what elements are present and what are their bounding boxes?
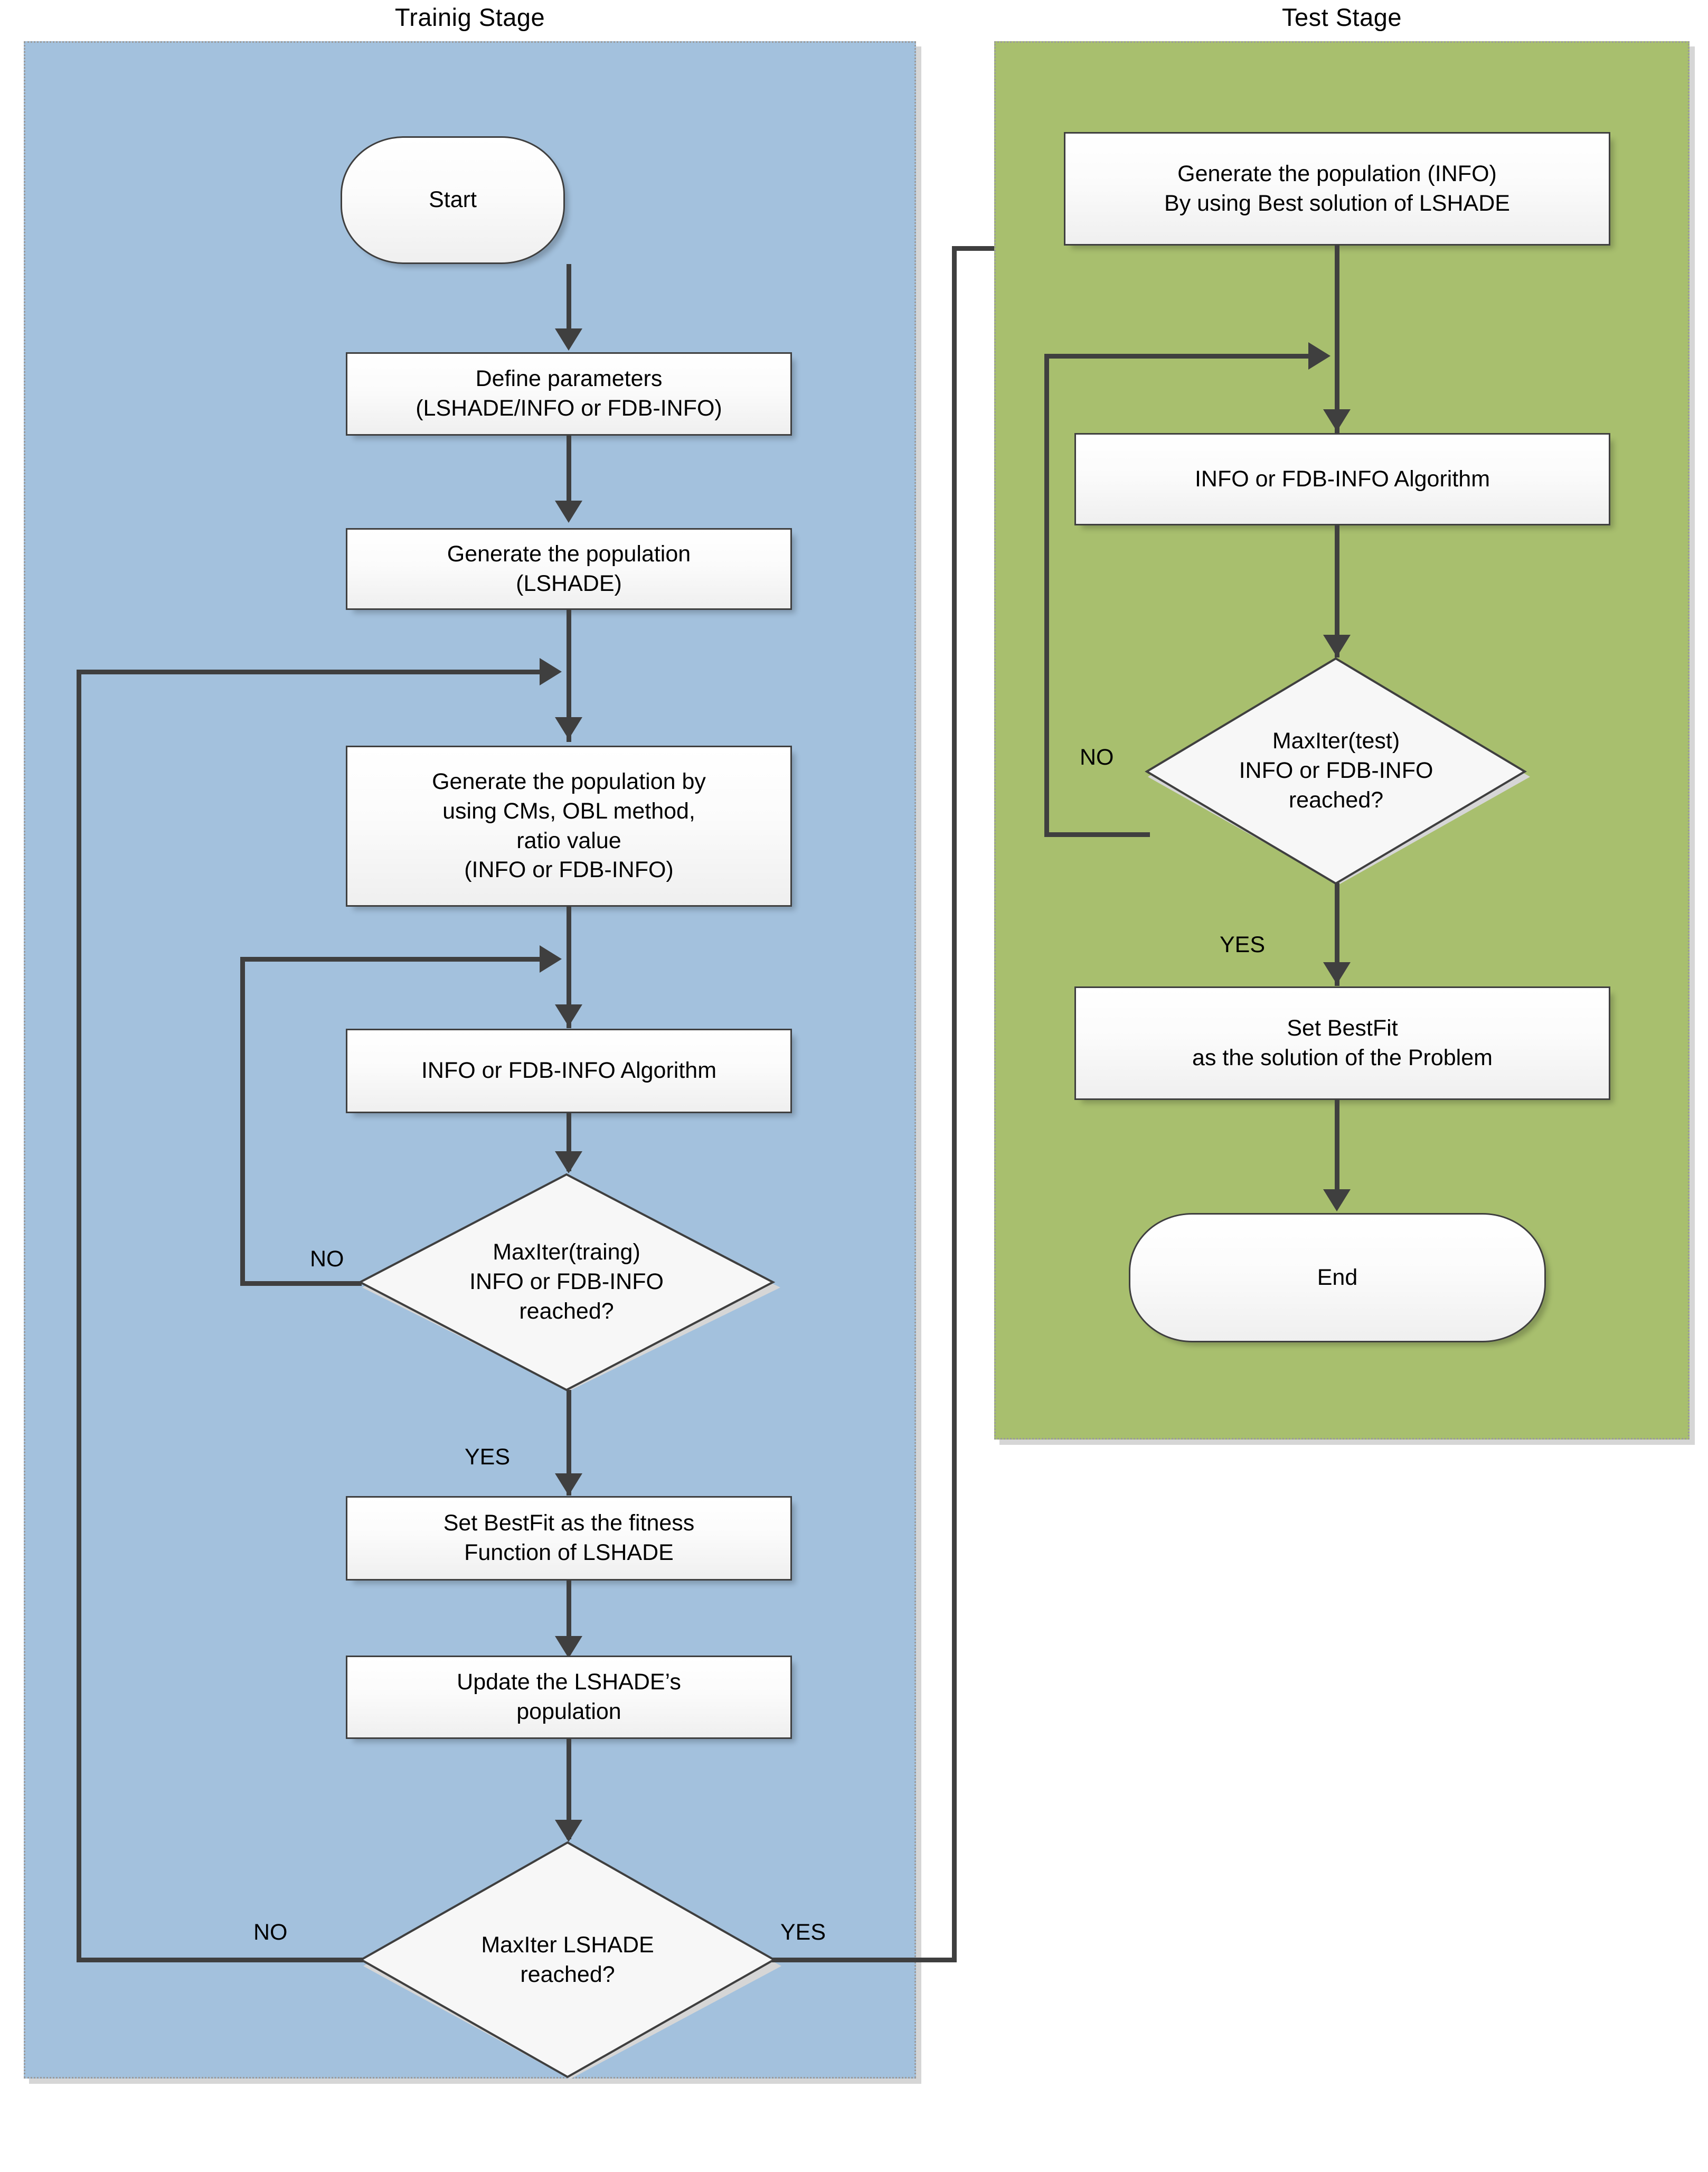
arrowhead-maxitertrain-yes: [555, 1473, 582, 1496]
edge-start-to-define: [567, 264, 571, 333]
arrowhead-bestfit-to-update: [555, 1636, 582, 1658]
edge-inner-no-top-horizontal: [240, 957, 544, 962]
node-end[interactable]: End: [1129, 1213, 1546, 1342]
node-generate-population-info[interactable]: Generate the population (INFO) By using …: [1064, 132, 1610, 246]
edge-outer-no-bottom-horizontal: [77, 1958, 378, 1962]
arrowhead-infoalgo-to-maxitertest: [1323, 635, 1351, 657]
node-set-bestfit-fitness[interactable]: Set BestFit as the fitness Function of L…: [346, 1496, 792, 1581]
arrowhead-update-to-maxiterlshade: [555, 1820, 582, 1842]
edge-training-yes-horizontal: [772, 1958, 957, 1962]
node-generate-population-cms-line1: Generate the population by: [432, 768, 706, 794]
training-stage-title: Trainig Stage: [394, 3, 545, 31]
node-generate-population-lshade-line1: Generate the population: [447, 541, 691, 567]
edge-test-no-vertical: [1044, 354, 1049, 837]
arrowhead-define-to-genpop: [555, 501, 582, 523]
arrowhead-outer-no: [540, 658, 562, 685]
edge-infoalgo-to-maxitertest: [1335, 525, 1339, 657]
node-set-bestfit-fitness-line1: Set BestFit as the fitness: [443, 1510, 695, 1536]
edge-label-training-outer-no: NO: [253, 1920, 288, 1945]
edge-label-test-yes: YES: [1220, 932, 1266, 957]
arrowhead-start-to-define: [555, 328, 582, 351]
node-start-label: Start: [429, 187, 477, 213]
arrowhead-inner-no: [540, 945, 562, 973]
node-update-lshade-population[interactable]: Update the LSHADE’s population: [346, 1656, 792, 1739]
edge-label-training-inner-no: NO: [310, 1246, 344, 1272]
node-update-lshade-population-line1: Update the LSHADE’s: [457, 1669, 681, 1695]
node-define-parameters-line2: (LSHADE/INFO or FDB-INFO): [416, 396, 722, 421]
edge-bestfit-to-end: [1335, 1100, 1339, 1206]
node-maxiter-test-decision[interactable]: MaxIter(test) INFO or FDB-INFO reached?: [1145, 657, 1530, 885]
node-update-lshade-population-line2: population: [516, 1699, 621, 1724]
edge-update-to-maxiterlshade: [567, 1739, 571, 1839]
node-generate-population-cms[interactable]: Generate the population by using CMs, OB…: [346, 746, 792, 907]
edge-inner-no-vertical: [240, 957, 245, 1286]
node-end-label: End: [1317, 1264, 1358, 1290]
node-info-algorithm-training[interactable]: INFO or FDB-INFO Algorithm: [346, 1029, 792, 1113]
node-set-bestfit-solution[interactable]: Set BestFit as the solution of the Probl…: [1074, 986, 1610, 1100]
edge-label-test-no: NO: [1080, 745, 1114, 770]
arrowhead-bestfit-to-end: [1323, 1189, 1351, 1211]
edge-label-training-inner-yes: YES: [465, 1444, 511, 1470]
node-set-bestfit-solution-line2: as the solution of the Problem: [1192, 1045, 1493, 1070]
edge-maxitertrain-yes: [567, 1390, 571, 1496]
node-generate-population-cms-line3: ratio value: [516, 828, 621, 853]
edge-bestfit-to-update: [567, 1581, 571, 1654]
node-set-bestfit-solution-line1: Set BestFit: [1287, 1015, 1398, 1041]
node-generate-population-cms-line2: using CMs, OBL method,: [442, 798, 695, 824]
test-stage-title: Test Stage: [1281, 3, 1402, 31]
node-info-algorithm-training-label: INFO or FDB-INFO Algorithm: [421, 1058, 717, 1084]
node-generate-population-cms-line4: (INFO or FDB-INFO): [464, 857, 674, 883]
arrowhead-infoalgo-to-maxitertrain: [555, 1151, 582, 1173]
node-define-parameters[interactable]: Define parameters (LSHADE/INFO or FDB-IN…: [346, 352, 792, 436]
edge-maxitertest-yes: [1335, 883, 1339, 986]
arrowhead-test-no: [1308, 342, 1330, 370]
node-set-bestfit-fitness-line2: Function of LSHADE: [464, 1540, 674, 1565]
edge-training-yes-vertical: [952, 246, 957, 1962]
node-info-algorithm-test-label: INFO or FDB-INFO Algorithm: [1194, 466, 1490, 492]
node-generate-population-info-line2: By using Best solution of LSHADE: [1164, 190, 1510, 216]
arrowhead-gencms-to-infoalgo: [555, 1004, 582, 1027]
edge-test-no-top-horizontal: [1044, 354, 1314, 359]
edge-outer-no-vertical: [77, 670, 81, 1962]
edge-test-no-bottom-horizontal: [1044, 832, 1150, 837]
node-define-parameters-line1: Define parameters: [475, 366, 663, 392]
edge-genpopinfo-to-infoalgo-test: [1335, 246, 1339, 433]
node-generate-population-lshade-line2: (LSHADE): [516, 570, 622, 596]
edge-gencms-to-infoalgo: [567, 907, 571, 1028]
arrowhead-genpop-to-gencms: [555, 717, 582, 739]
node-start[interactable]: Start: [341, 136, 565, 264]
edge-genpop-to-gencms: [567, 610, 571, 742]
edge-label-training-outer-yes: YES: [780, 1920, 826, 1945]
node-generate-population-lshade[interactable]: Generate the population (LSHADE): [346, 528, 792, 610]
node-maxiter-lshade-decision[interactable]: MaxIter LSHADE reached?: [358, 1841, 781, 2079]
edge-infoalgo-to-maxitertrain: [567, 1113, 571, 1171]
arrowhead-genpopinfo-to-infoalgo-test: [1323, 409, 1351, 431]
edge-outer-no-top-horizontal: [77, 670, 544, 674]
edge-define-to-genpop: [567, 436, 571, 504]
node-maxiter-training-decision[interactable]: MaxIter(traing) INFO or FDB-INFO reached…: [357, 1173, 780, 1391]
arrowhead-maxitertest-yes: [1323, 962, 1351, 984]
node-info-algorithm-test[interactable]: INFO or FDB-INFO Algorithm: [1074, 433, 1610, 525]
edge-inner-no-bottom-horizontal: [240, 1281, 362, 1286]
node-generate-population-info-line1: Generate the population (INFO): [1177, 161, 1497, 186]
